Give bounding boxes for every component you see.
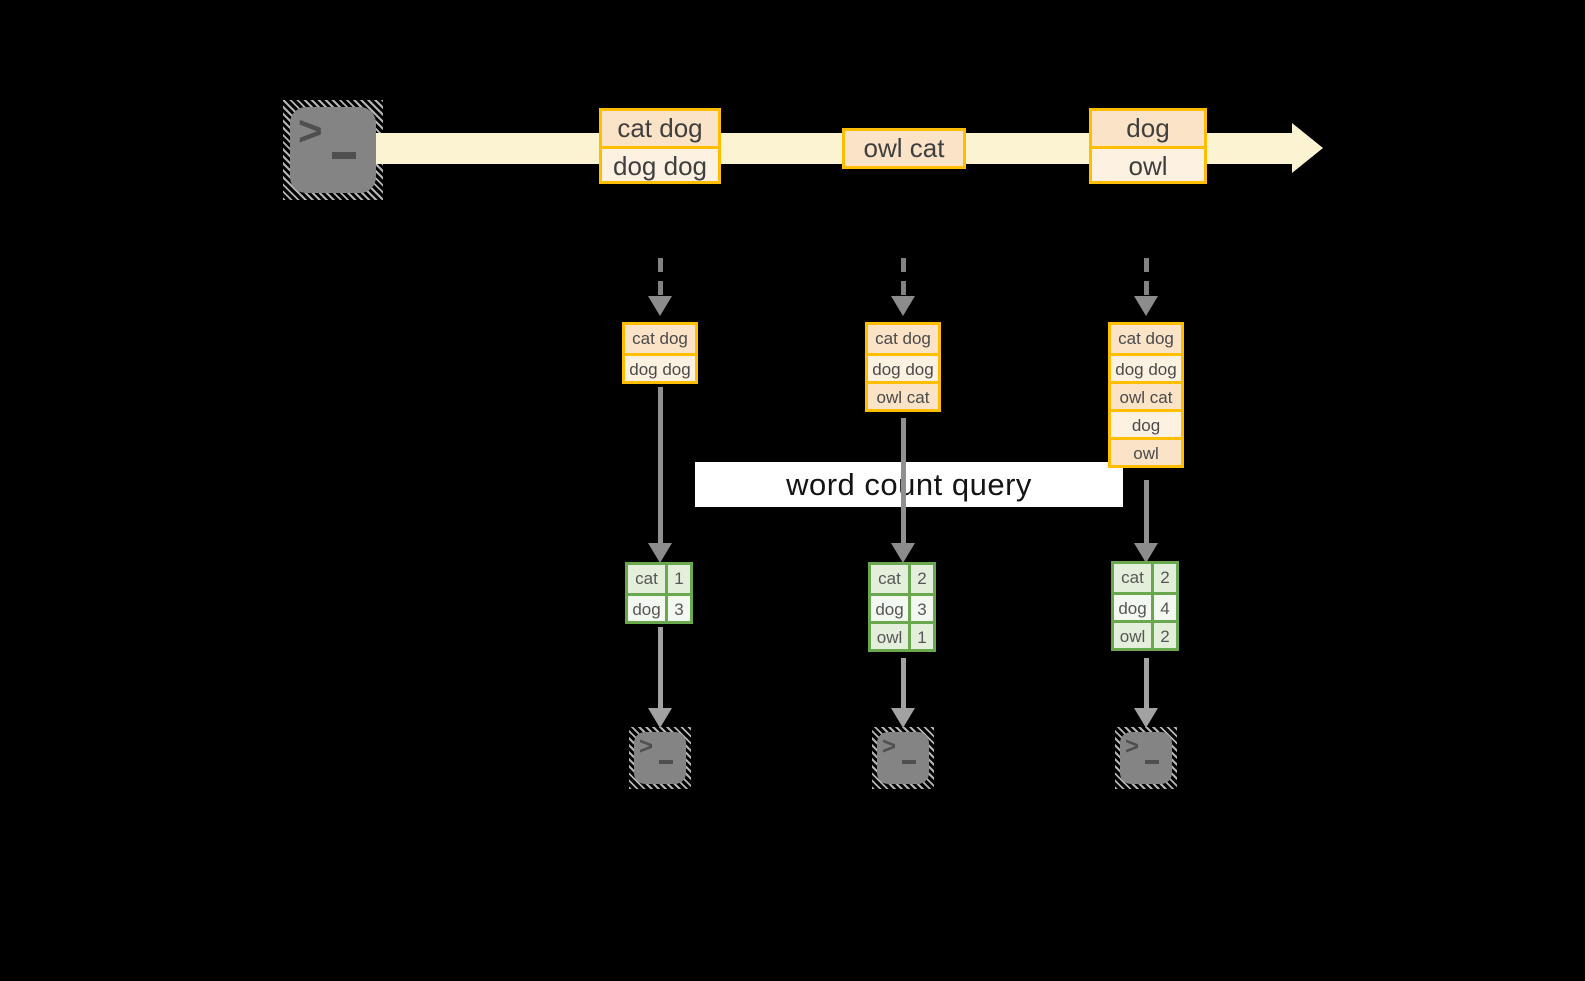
input-line: cat dog <box>1111 325 1181 353</box>
output-arrow-icon <box>1134 658 1158 728</box>
arrowhead-icon <box>1134 296 1158 316</box>
query-arrow-icon <box>1134 480 1158 563</box>
terminal-cursor-icon <box>902 760 916 764</box>
terminal-icon-body: > <box>290 107 376 193</box>
dashed-line <box>900 258 906 296</box>
input-line: owl cat <box>1111 381 1181 409</box>
sink-terminal-icon: > <box>629 727 691 789</box>
arrowhead-icon <box>648 708 672 728</box>
connector-line <box>1143 480 1149 543</box>
count-word-cell: owl <box>1114 620 1154 648</box>
connector-line <box>657 387 663 543</box>
terminal-prompt-chevron-icon: > <box>882 733 897 760</box>
terminal-icon-body: > <box>1120 732 1172 784</box>
input-table-snapshot-1: cat dog dog dog <box>622 322 698 384</box>
batch-item: dog dog <box>602 146 718 181</box>
count-word-cell: dog <box>871 593 911 621</box>
terminal-prompt-chevron-icon: > <box>639 733 654 760</box>
count-word-cell: cat <box>871 565 911 593</box>
input-line: dog <box>1111 409 1181 437</box>
query-banner-label: word count query <box>786 466 1032 502</box>
stream-batch-box-1: cat dog dog dog <box>599 108 721 184</box>
dashed-arrow-icon <box>1134 258 1158 316</box>
count-value-cell: 2 <box>1154 564 1176 592</box>
connector-line <box>1143 658 1149 708</box>
batch-item: owl cat <box>845 131 963 166</box>
stream-batch-box-3: dog owl <box>1089 108 1207 184</box>
input-table-snapshot-3: cat dog dog dog owl cat dog owl <box>1108 322 1184 468</box>
count-value-cell: 2 <box>911 565 933 593</box>
connector-line <box>900 418 906 543</box>
output-arrow-icon <box>648 627 672 728</box>
terminal-prompt-chevron-icon: > <box>298 107 323 154</box>
input-line: dog dog <box>1111 353 1181 381</box>
count-table-snapshot-2: cat 2 dog 3 owl 1 <box>868 562 936 652</box>
input-table-snapshot-2: cat dog dog dog owl cat <box>865 322 941 412</box>
dashed-line <box>657 258 663 296</box>
batch-item: cat dog <box>602 111 718 146</box>
input-line: cat dog <box>625 325 695 353</box>
terminal-icon-body: > <box>877 732 929 784</box>
arrowhead-icon <box>891 543 915 563</box>
stream-timeline-arrowhead <box>1292 123 1323 173</box>
input-line: dog dog <box>625 353 695 381</box>
connector-line <box>900 658 906 708</box>
count-table-snapshot-3: cat 2 dog 4 owl 2 <box>1111 561 1179 651</box>
terminal-icon-body: > <box>634 732 686 784</box>
input-line: dog dog <box>868 353 938 381</box>
count-value-cell: 1 <box>668 565 690 593</box>
input-line: owl <box>1111 437 1181 465</box>
batch-item: owl <box>1092 146 1204 181</box>
input-line: cat dog <box>868 325 938 353</box>
stream-batch-box-2: owl cat <box>842 128 966 169</box>
connector-line <box>657 627 663 708</box>
count-value-cell: 3 <box>668 593 690 621</box>
batch-item: dog <box>1092 111 1204 146</box>
dashed-line <box>1143 258 1149 296</box>
count-word-cell: dog <box>628 593 668 621</box>
count-value-cell: 3 <box>911 593 933 621</box>
arrowhead-icon <box>891 296 915 316</box>
count-value-cell: 4 <box>1154 592 1176 620</box>
terminal-cursor-icon <box>332 152 356 159</box>
terminal-cursor-icon <box>1145 760 1159 764</box>
query-arrow-icon <box>648 387 672 563</box>
count-word-cell: cat <box>1114 564 1154 592</box>
arrowhead-icon <box>648 296 672 316</box>
terminal-cursor-icon <box>659 760 673 764</box>
arrowhead-icon <box>1134 543 1158 563</box>
input-line: owl cat <box>868 381 938 409</box>
terminal-prompt-chevron-icon: > <box>1125 733 1140 760</box>
dashed-arrow-icon <box>891 258 915 316</box>
output-arrow-icon <box>891 658 915 728</box>
count-word-cell: dog <box>1114 592 1154 620</box>
count-value-cell: 1 <box>911 621 933 649</box>
arrowhead-icon <box>1134 708 1158 728</box>
sink-terminal-icon: > <box>1115 727 1177 789</box>
count-word-cell: cat <box>628 565 668 593</box>
count-word-cell: owl <box>871 621 911 649</box>
sink-terminal-icon: > <box>872 727 934 789</box>
dashed-arrow-icon <box>648 258 672 316</box>
count-value-cell: 2 <box>1154 620 1176 648</box>
source-terminal-icon: > <box>283 100 383 200</box>
arrowhead-icon <box>648 543 672 563</box>
arrowhead-icon <box>891 708 915 728</box>
query-arrow-icon <box>891 418 915 563</box>
query-banner: word count query <box>695 462 1123 507</box>
count-table-snapshot-1: cat 1 dog 3 <box>625 562 693 624</box>
